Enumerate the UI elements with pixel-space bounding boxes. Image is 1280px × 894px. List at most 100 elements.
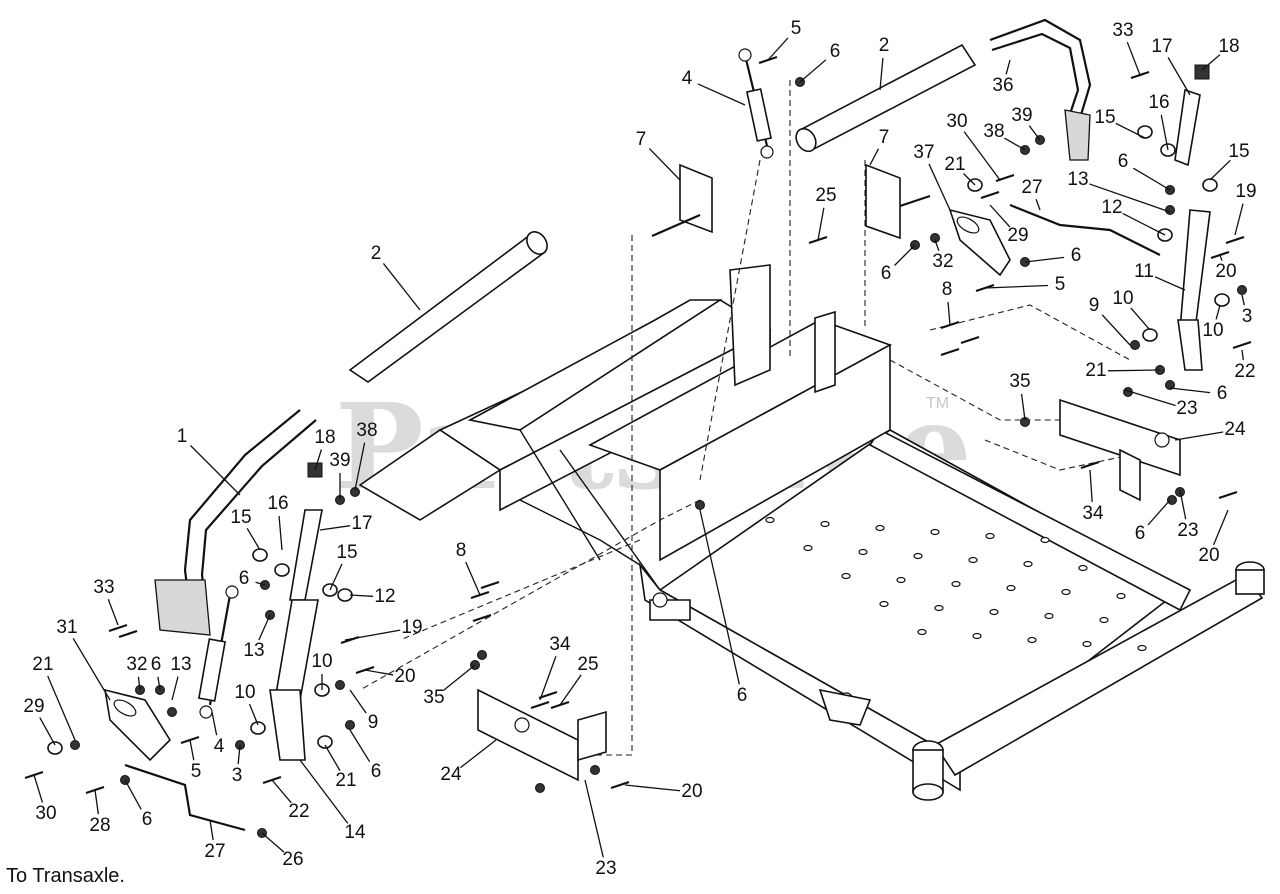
callout-17: 17 bbox=[1151, 36, 1172, 57]
callout-36: 36 bbox=[992, 75, 1013, 96]
leader-line-35 bbox=[1020, 393, 1026, 421]
hardware-bolt bbox=[480, 580, 500, 590]
callout-18: 18 bbox=[314, 427, 335, 448]
callout-6: 6 bbox=[881, 263, 892, 284]
leader-line-32 bbox=[934, 239, 940, 251]
callout-23: 23 bbox=[595, 858, 616, 879]
frame-cutout bbox=[818, 688, 872, 726]
hardware-bolt bbox=[530, 700, 550, 710]
leader-line-12 bbox=[1122, 212, 1166, 236]
leader-line-1 bbox=[190, 445, 241, 496]
leader-line-13 bbox=[1089, 183, 1171, 213]
callout-5: 5 bbox=[1055, 274, 1066, 295]
leader-line-21 bbox=[324, 744, 341, 771]
leader-line-4 bbox=[211, 711, 218, 736]
callout-9: 9 bbox=[1089, 295, 1100, 316]
deck-hole bbox=[820, 520, 830, 528]
link-rod-left bbox=[124, 763, 246, 832]
damper-strut-left bbox=[197, 585, 239, 719]
hardware-cap bbox=[1194, 64, 1210, 80]
callout-10: 10 bbox=[311, 651, 332, 672]
leader-line-23 bbox=[1179, 489, 1187, 520]
callout-30: 30 bbox=[946, 111, 967, 132]
leader-line-15 bbox=[1209, 159, 1231, 181]
callout-10: 10 bbox=[1112, 288, 1133, 309]
frame-brace-a bbox=[519, 429, 601, 561]
hardware-bolt bbox=[1232, 340, 1252, 350]
callout-32: 32 bbox=[932, 251, 953, 272]
leader-line-13 bbox=[258, 614, 271, 641]
leader-line-24 bbox=[460, 739, 497, 769]
hardware-bolt bbox=[1225, 235, 1245, 245]
hardware-bolt bbox=[1218, 490, 1238, 500]
leader-line-11 bbox=[1154, 276, 1186, 291]
callout-15: 15 bbox=[336, 542, 357, 563]
frame-brace-b bbox=[559, 449, 661, 591]
leader-line-21 bbox=[963, 173, 976, 186]
callout-6: 6 bbox=[239, 568, 250, 589]
callout-21: 21 bbox=[32, 654, 53, 675]
leader-line-17 bbox=[1167, 57, 1191, 96]
leader-line-20 bbox=[364, 669, 394, 676]
callout-38: 38 bbox=[356, 420, 377, 441]
hardware-bolt bbox=[960, 335, 980, 345]
leader-line-16 bbox=[278, 515, 283, 551]
callout-5: 5 bbox=[791, 18, 802, 39]
lap-bar-left bbox=[154, 409, 317, 636]
leader-line-29 bbox=[39, 717, 56, 746]
leader-lines bbox=[33, 37, 1245, 858]
leader-line-18 bbox=[314, 449, 323, 471]
callout-12: 12 bbox=[374, 586, 395, 607]
rear-top-rail bbox=[467, 299, 723, 431]
callout-16: 16 bbox=[1148, 92, 1169, 113]
mount-bracket-right bbox=[1059, 398, 1181, 502]
callout-31: 31 bbox=[56, 617, 77, 638]
deck-hole bbox=[985, 532, 995, 540]
callout-21: 21 bbox=[944, 154, 965, 175]
leader-line-16 bbox=[1160, 114, 1169, 151]
deck-hole bbox=[1078, 564, 1088, 572]
damper-strut-right bbox=[738, 48, 774, 159]
deck-hole bbox=[917, 628, 927, 636]
hardware-bolt bbox=[610, 780, 630, 790]
callout-8: 8 bbox=[942, 279, 953, 300]
leader-line-6 bbox=[1024, 256, 1065, 263]
handle-bar-grip-right bbox=[795, 43, 977, 153]
hardware-bush bbox=[1202, 178, 1218, 192]
leader-line-20 bbox=[1212, 509, 1229, 546]
leader-line-15 bbox=[329, 563, 343, 591]
callout-35: 35 bbox=[423, 687, 444, 708]
leader-line-5 bbox=[767, 37, 789, 61]
hardware-nut bbox=[1237, 285, 1247, 295]
hardware-bush bbox=[337, 588, 353, 602]
hardware-bush bbox=[252, 548, 268, 562]
leader-line-2 bbox=[382, 263, 421, 311]
mount-bracket-left bbox=[477, 688, 607, 782]
callout-21: 21 bbox=[335, 770, 356, 791]
deck-hole bbox=[930, 528, 940, 536]
leader-line-25 bbox=[817, 207, 825, 241]
callout-16: 16 bbox=[267, 493, 288, 514]
callout-6: 6 bbox=[830, 41, 841, 62]
link-rod-right bbox=[1009, 203, 1161, 256]
callout-7: 7 bbox=[636, 129, 647, 150]
leader-line-3 bbox=[237, 744, 241, 765]
callout-19: 19 bbox=[1235, 181, 1256, 202]
deck-hole bbox=[1137, 644, 1147, 652]
leader-line-23 bbox=[584, 779, 604, 858]
leader-line-2 bbox=[879, 57, 884, 91]
leader-line-30 bbox=[33, 774, 44, 803]
pivot-plate-left bbox=[651, 163, 713, 238]
callout-37: 37 bbox=[913, 142, 934, 163]
watermark-trademark: TM bbox=[926, 395, 949, 412]
deck-hole bbox=[1027, 636, 1037, 644]
leader-line-27 bbox=[209, 819, 214, 841]
control-arm-right bbox=[1174, 88, 1211, 371]
right-tower bbox=[814, 310, 836, 394]
deck-hole bbox=[913, 552, 923, 560]
callout-25: 25 bbox=[577, 654, 598, 675]
callout-2: 2 bbox=[879, 35, 890, 56]
hardware-bush bbox=[274, 563, 290, 577]
hardware-nut bbox=[70, 740, 80, 750]
callout-34: 34 bbox=[1082, 503, 1104, 524]
